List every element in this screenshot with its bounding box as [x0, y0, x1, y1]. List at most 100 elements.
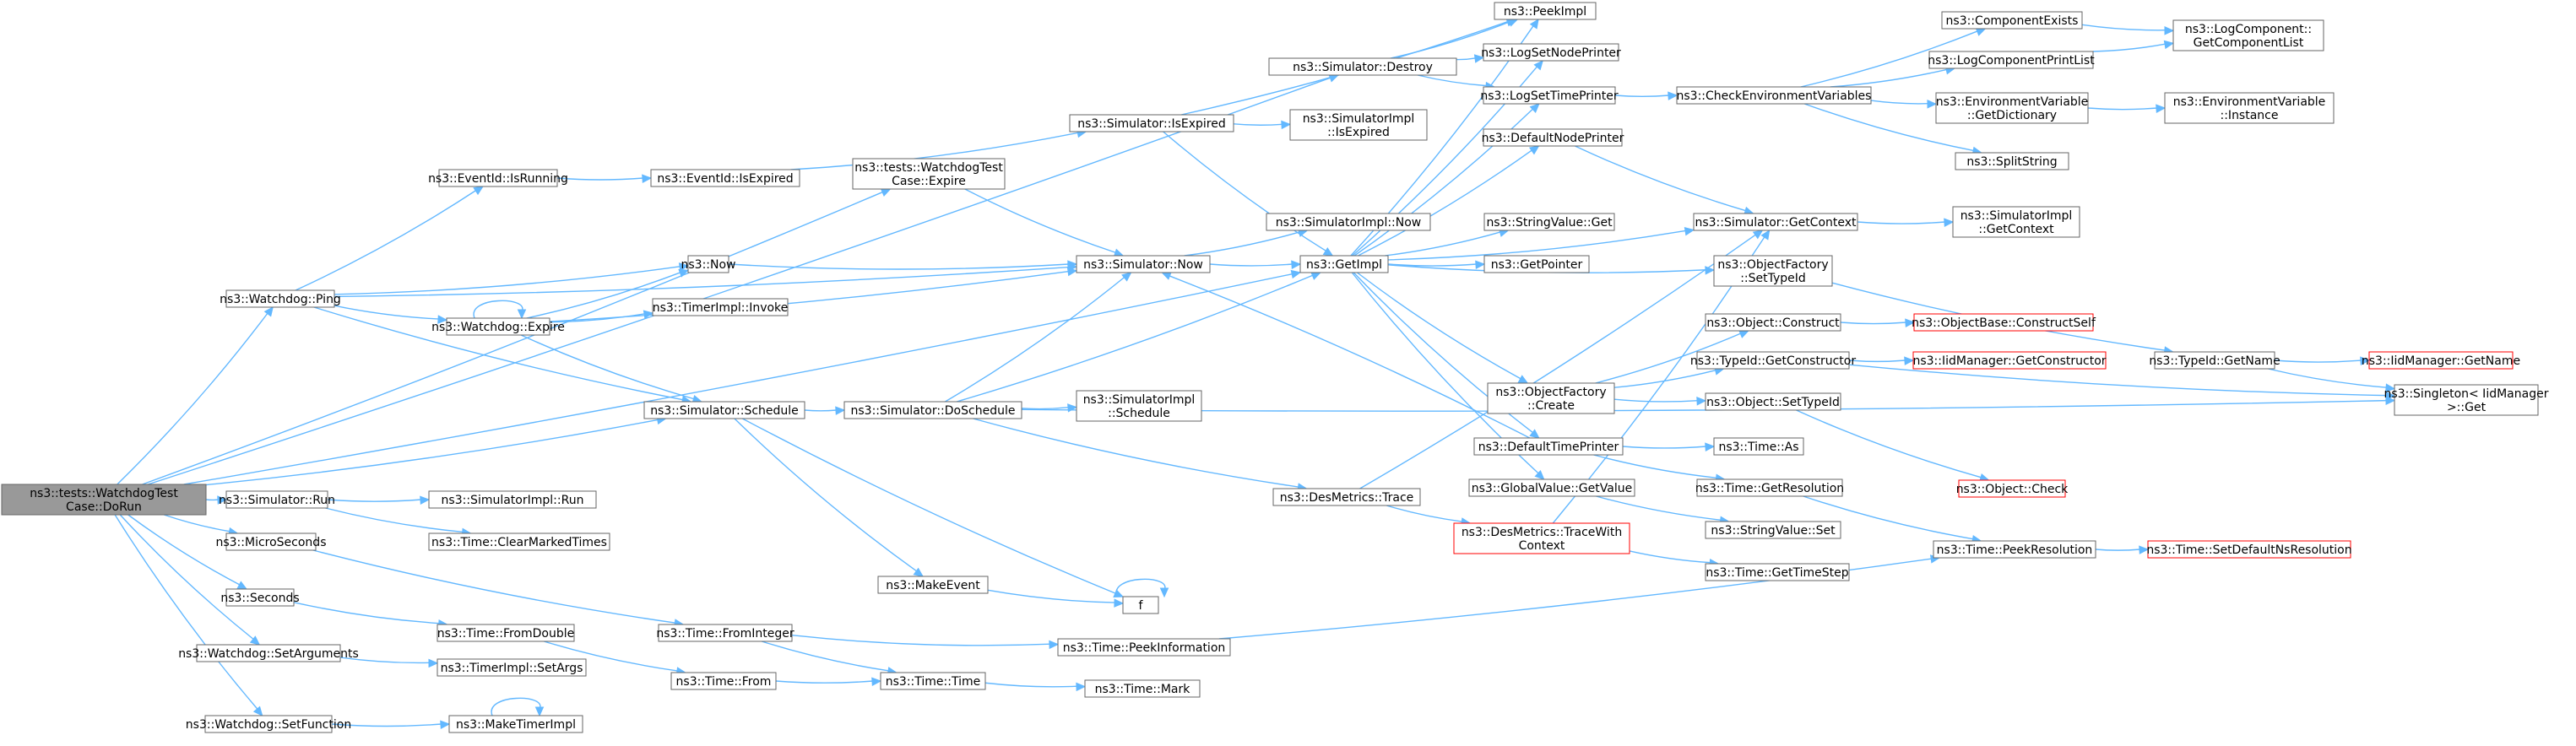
node-simGetCtx[interactable]: ns3::Simulator::GetContext [1693, 213, 1858, 231]
node-wdExpire[interactable]: ns3::Watchdog::Expire [431, 317, 565, 336]
node-objFactSetType[interactable]: ns3::ObjectFactory::SetTypeId [1713, 255, 1833, 287]
node-setArgs[interactable]: ns3::Watchdog::SetArguments [178, 644, 359, 662]
node-singletonGet[interactable]: ns3::Singleton< IidManager>::Get [2384, 384, 2549, 416]
node-simImplGetCtx[interactable]: ns3::SimulatorImpl::GetContext [1952, 206, 2080, 238]
edge-doSchedule-to-desTrace [973, 418, 1308, 492]
node-box [652, 298, 789, 316]
node-peekRes[interactable]: ns3::Time::PeekResolution [1933, 540, 2096, 559]
edge-timeTime-to-timeMark [984, 682, 1087, 692]
node-simImplSched[interactable]: ns3::SimulatorImpl::Schedule [1076, 390, 1202, 422]
edge-logTimePrinter-to-checkEnv [1614, 91, 1678, 100]
node-compExists[interactable]: ns3::ComponentExists [1941, 11, 2083, 30]
node-timerSetArgs[interactable]: ns3::TimerImpl::SetArgs [437, 658, 587, 677]
edge-doRun-to-getImpl [183, 269, 1302, 485]
node-typeIdGetCtor[interactable]: ns3::TypeId::GetConstructor [1690, 351, 1856, 370]
node-box [1483, 128, 1623, 147]
node-box [1076, 390, 1202, 422]
node-label: ns3::Object::SetTypeId [1706, 396, 1840, 409]
edge-compExists-to-logCompList [2081, 24, 2175, 35]
node-timeMark[interactable]: ns3::Time::Mark [1084, 679, 1201, 698]
node-seconds[interactable]: ns3::Seconds [220, 588, 300, 607]
node-timerInvoke[interactable]: ns3::TimerImpl::Invoke [652, 298, 789, 316]
node-timeTime[interactable]: ns3::Time::Time [880, 672, 986, 690]
node-evRunning[interactable]: ns3::EventId::IsRunning [428, 169, 568, 187]
node-envInstance[interactable]: ns3::EnvironmentVariable::Instance [2164, 92, 2335, 124]
node-defNodePrinter[interactable]: ns3::DefaultNodePrinter [1482, 128, 1624, 147]
node-iidGetName[interactable]: ns3::IidManager::GetName [2362, 351, 2520, 370]
node-iidGetCtor[interactable]: ns3::IidManager::GetConstructor [1912, 351, 2107, 370]
node-simImplIsExp[interactable]: ns3::SimulatorImpl::IsExpired [1289, 109, 1428, 141]
node-peekInfo[interactable]: ns3::Time::PeekInformation [1057, 638, 1231, 657]
node-doSchedule[interactable]: ns3::Simulator::DoSchedule [843, 401, 1022, 419]
node-simImplRun[interactable]: ns3::SimulatorImpl::Run [428, 490, 597, 509]
node-typeIdGetName[interactable]: ns3::TypeId::GetName [2149, 351, 2280, 370]
node-objCheck[interactable]: ns3::Object::Check [1956, 479, 2069, 498]
node-defTimePrinter[interactable]: ns3::DefaultTimePrinter [1473, 437, 1624, 456]
node-simIsExpired[interactable]: ns3::Simulator::IsExpired [1069, 114, 1234, 132]
edge-objConstruct-to-constructSelf [1840, 318, 1916, 327]
node-box [1057, 638, 1231, 657]
node-getImpl[interactable]: ns3::GetImpl [1299, 255, 1389, 273]
node-simSchedule[interactable]: ns3::Simulator::Schedule [643, 401, 805, 419]
node-simNow[interactable]: ns3::Simulator::Now [1076, 255, 1211, 273]
node-constructSelf[interactable]: ns3::ObjectBase::ConstructSelf [1912, 313, 2096, 332]
node-logCompList[interactable]: ns3::LogComponent::GetComponentList [2172, 19, 2324, 51]
node-fromInteger[interactable]: ns3::Time::FromInteger [656, 624, 794, 642]
node-label: ns3::Time::GetResolution [1695, 482, 1844, 495]
node-strValSet[interactable]: ns3::StringValue::Set [1705, 521, 1841, 539]
node-objSetTypeId[interactable]: ns3::Object::SetTypeId [1705, 392, 1841, 411]
edge-getImpl-to-strValGet [1385, 228, 1510, 257]
node-simRun[interactable]: ns3::Simulator::Run [219, 490, 335, 509]
node-timeFrom[interactable]: ns3::Time::From [670, 672, 777, 690]
node-envGetDict[interactable]: ns3::EnvironmentVariable::GetDictionary [1935, 92, 2089, 124]
node-logNodePrinter[interactable]: ns3::LogSetNodePrinter [1481, 43, 1621, 62]
node-fromDouble[interactable]: ns3::Time::FromDouble [437, 624, 575, 642]
node-setDefaultRes[interactable]: ns3::Time::SetDefaultNsResolution [2146, 540, 2352, 559]
node-strValGet[interactable]: ns3::StringValue::Get [1483, 213, 1615, 231]
node-peekImpl[interactable]: ns3::PeekImpl [1494, 2, 1597, 20]
node-box [670, 672, 777, 690]
node-splitString[interactable]: ns3::SplitString [1955, 152, 2069, 170]
node-setFunc[interactable]: ns3::Watchdog::SetFunction [186, 715, 351, 733]
node-clearMarked[interactable]: ns3::Time::ClearMarkedTimes [428, 532, 610, 551]
node-timeAs[interactable]: ns3::Time::As [1713, 437, 1804, 456]
node-objFactCreate[interactable]: ns3::ObjectFactory::Create [1487, 382, 1615, 414]
edge-wdExpire-to-simSchedule [520, 334, 703, 404]
node-simDestroy[interactable]: ns3::Simulator::Destroy [1268, 57, 1457, 76]
node-f[interactable]: f [1122, 596, 1159, 614]
node-getPointer[interactable]: ns3::GetPointer [1483, 255, 1590, 273]
node-micro[interactable]: ns3::MicroSeconds [215, 532, 327, 551]
node-logTimePrinter[interactable]: ns3::LogSetTimePrinter [1480, 86, 1619, 105]
node-evExpired[interactable]: ns3::EventId::IsExpired [650, 169, 800, 187]
node-label: ns3::IidManager::GetConstructor [1912, 354, 2106, 368]
edge-simNow-to-simImplNow [1184, 228, 1309, 257]
node-timeGetRes[interactable]: ns3::Time::GetResolution [1695, 478, 1844, 497]
node-globalValGet[interactable]: ns3::GlobalValue::GetValue [1468, 478, 1635, 497]
node-label: ns3::ComponentExists [1946, 14, 2079, 28]
node-timeGetStep[interactable]: ns3::Time::GetTimeStep [1705, 563, 1850, 581]
node-label: ns3::ObjectBase::ConstructSelf [1912, 316, 2096, 330]
node-label: ::Instance [2221, 109, 2279, 122]
node-wdPing[interactable]: ns3::Watchdog::Ping [220, 289, 341, 308]
node-objConstruct[interactable]: ns3::Object::Construct [1705, 313, 1841, 332]
node-makeTimer[interactable]: ns3::MakeTimerImpl [448, 715, 583, 733]
node-label: ns3::CheckEnvironmentVariables [1677, 89, 1872, 103]
node-label: ns3::Simulator::Destroy [1293, 61, 1433, 74]
node-box [448, 715, 583, 733]
node-desTrace[interactable]: ns3::DesMetrics::Trace [1272, 488, 1421, 506]
node-logCompPrint[interactable]: ns3::LogComponentPrintList [1928, 51, 2095, 69]
edge-setArgs-to-timerSetArgs [339, 657, 439, 668]
node-box [2394, 384, 2539, 416]
node-label: ns3::EnvironmentVariable [1936, 95, 2089, 109]
node-now[interactable]: ns3::Now [681, 255, 736, 273]
node-checkEnv[interactable]: ns3::CheckEnvironmentVariables [1676, 86, 1872, 105]
node-makeEvent[interactable]: ns3::MakeEvent [877, 576, 989, 594]
edge-checkEnv-to-envGetDict [1870, 100, 1938, 109]
node-simImplNow[interactable]: ns3::SimulatorImpl::Now [1266, 213, 1431, 231]
node-box [658, 624, 793, 642]
edge-makeEvent-to-f [987, 589, 1125, 608]
node-box [1705, 313, 1841, 332]
